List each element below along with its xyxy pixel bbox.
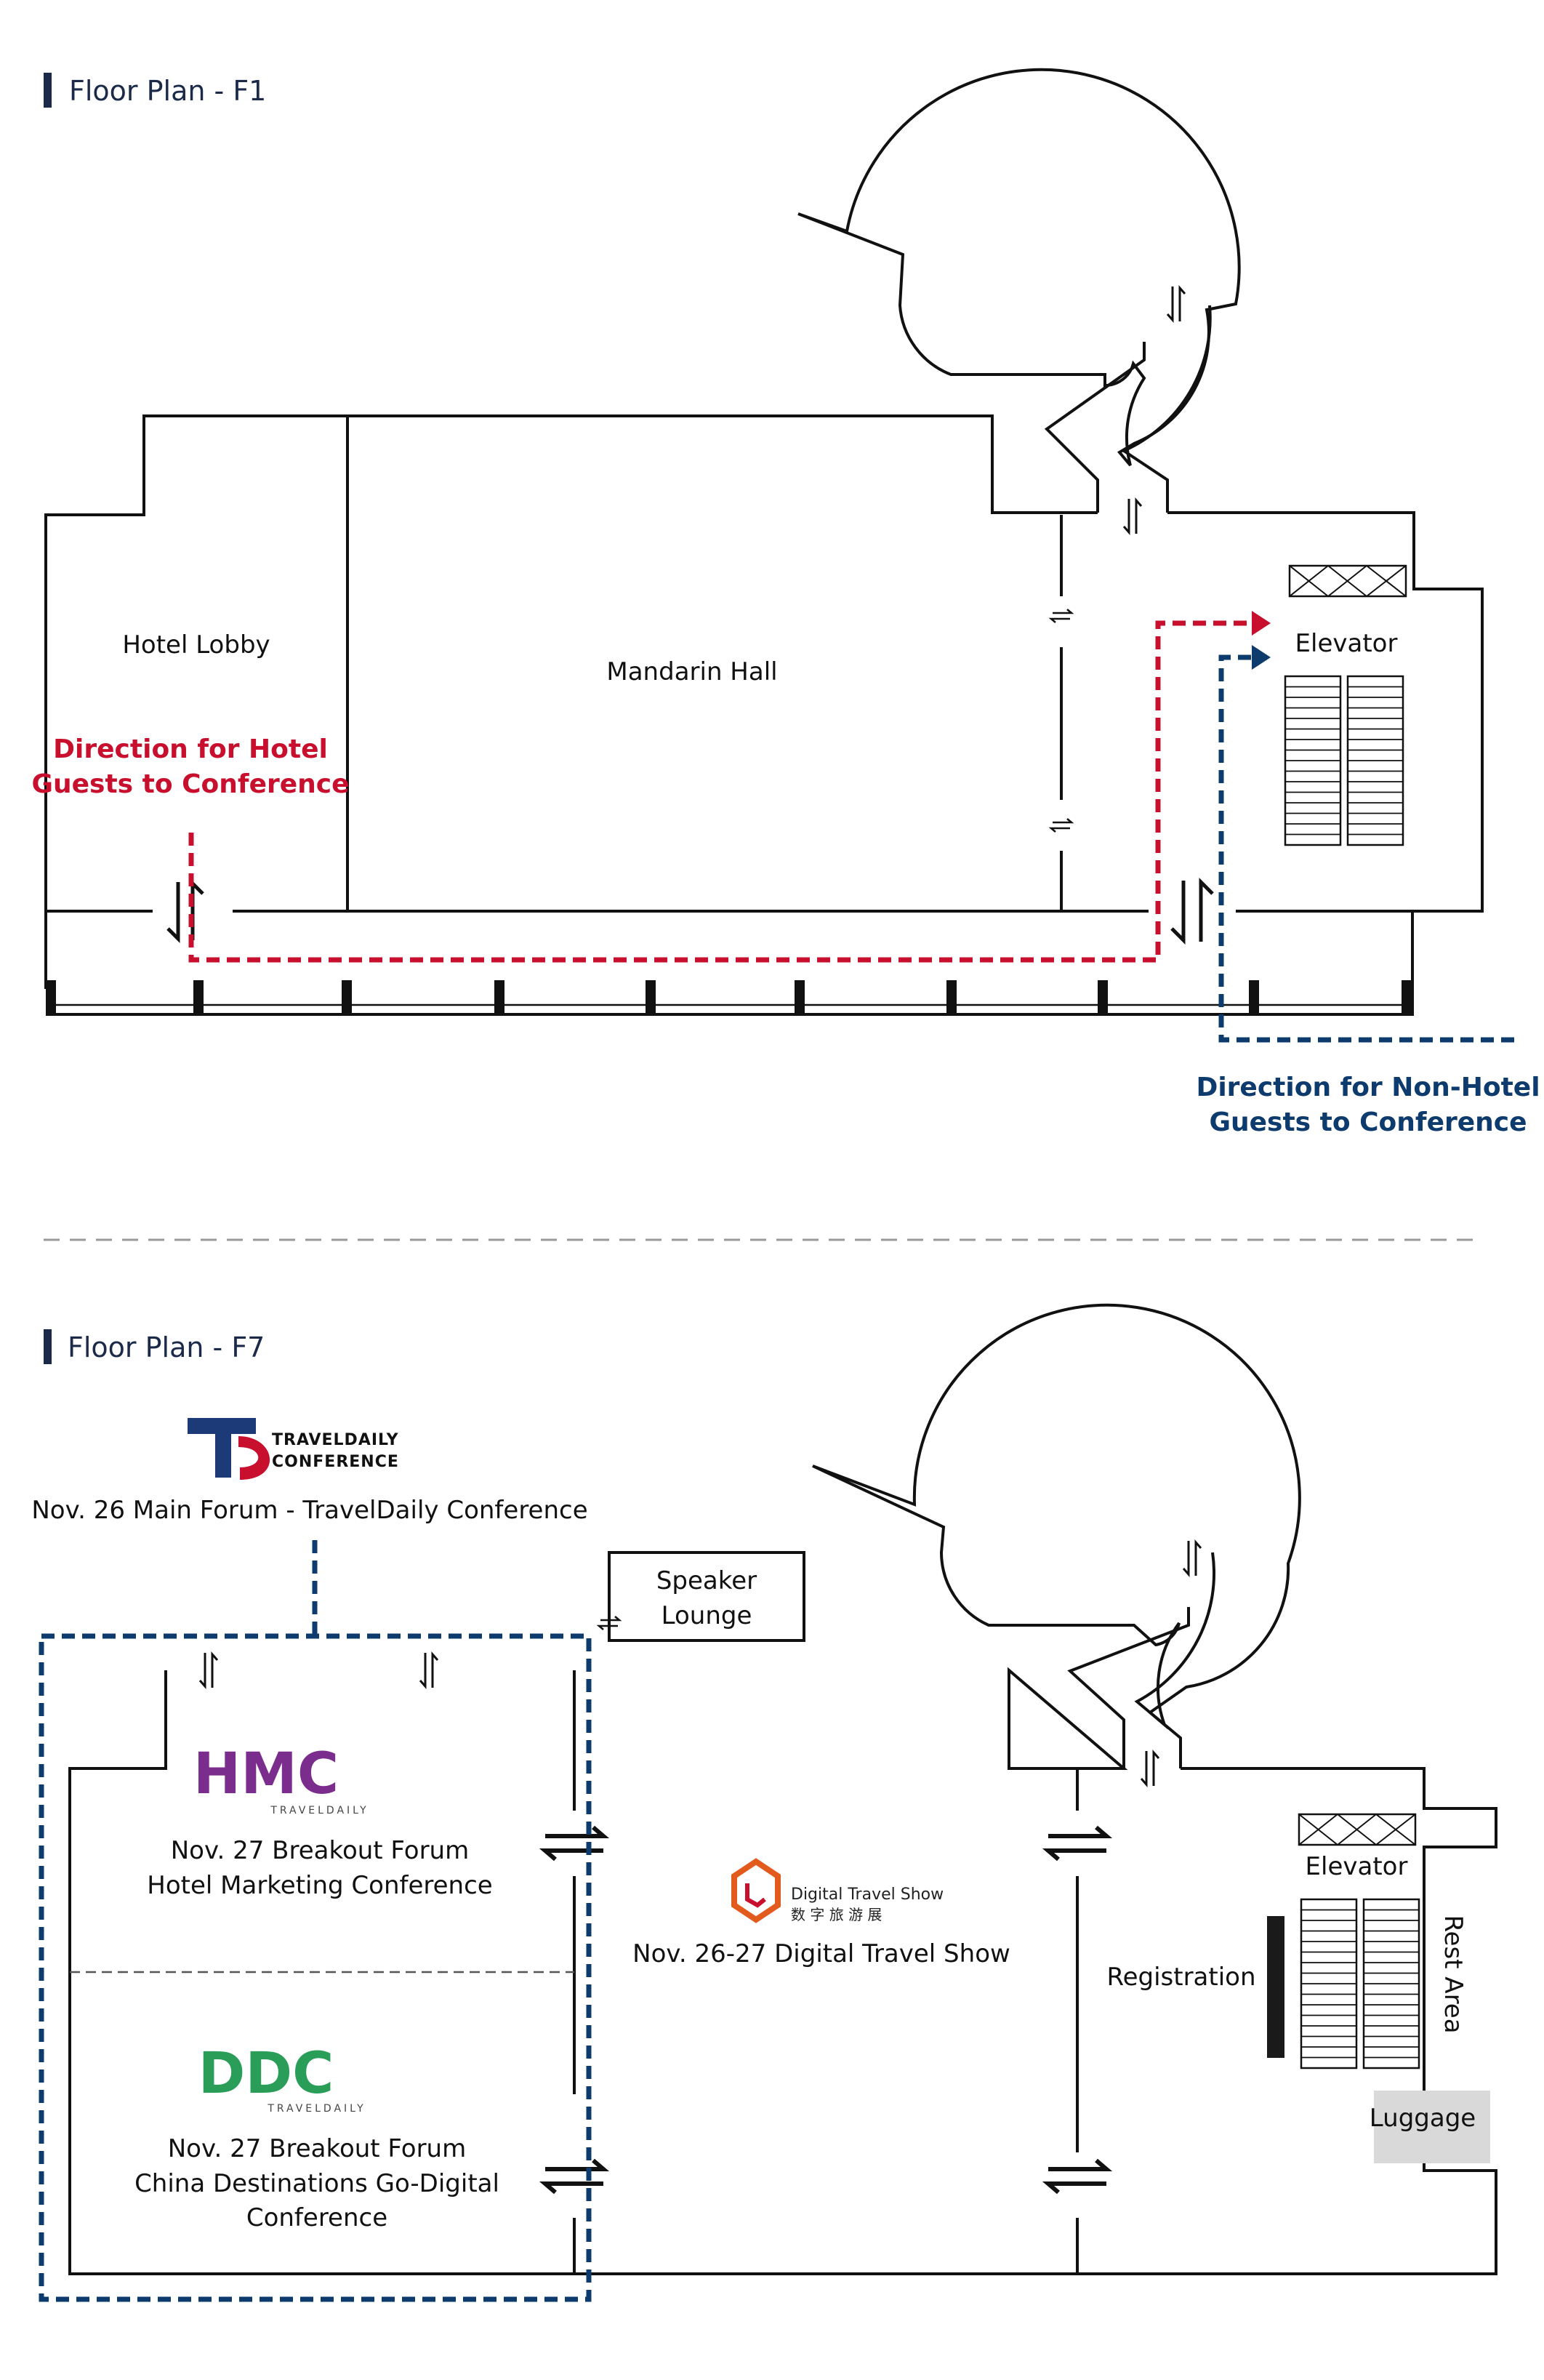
rest-area-label: Rest Area bbox=[1439, 1915, 1468, 2033]
f7-elevator-block bbox=[1298, 1813, 1420, 2070]
traveldaily-logo-line2: CONFERENCE bbox=[272, 1453, 399, 1471]
f1-building-outline bbox=[44, 414, 1484, 1016]
facade-pillar bbox=[646, 980, 656, 1015]
f7-building-outline bbox=[68, 1667, 1497, 2275]
f7-rotunda-wall bbox=[812, 1303, 1301, 1730]
f7-door-west-bottom bbox=[539, 2158, 610, 2195]
f1-escalator-stairs bbox=[1284, 675, 1404, 846]
speaker-lounge-room bbox=[608, 1551, 805, 1642]
ddc-event-line3: Conference bbox=[246, 2203, 387, 2232]
f1-mandarin-hall-label: Mandarin Hall bbox=[606, 657, 777, 686]
facade-pillar bbox=[795, 980, 805, 1015]
floor-7-title: Floor Plan - F7 bbox=[68, 1331, 265, 1363]
hmc-event-line2: Hotel Marketing Conference bbox=[147, 1871, 492, 1900]
f1-nonhotel-route bbox=[1218, 654, 1514, 1043]
facade-pillar bbox=[46, 980, 56, 1015]
f1-door-east bbox=[1170, 877, 1214, 945]
hmc-logo: HMC TRAVELDAILY bbox=[193, 1742, 369, 1816]
facade-pillar bbox=[1098, 980, 1108, 1015]
ddc-logo: DDC TRAVELDAILY bbox=[198, 2041, 366, 2115]
ddc-logo-sub: TRAVELDAILY bbox=[267, 2103, 366, 2115]
f1-hotel-direction-line1: Direction for Hotel bbox=[53, 734, 328, 764]
f1-elevator-block bbox=[1284, 564, 1407, 846]
f1-door-rotunda bbox=[1166, 285, 1186, 323]
main-forum-label: Nov. 26 Main Forum - TravelDaily Confere… bbox=[31, 1496, 587, 1525]
ddc-event-line1: Nov. 27 Breakout Forum bbox=[168, 2134, 466, 2163]
f1-hotel-route-arrow bbox=[1252, 611, 1271, 636]
f7-door-north-a bbox=[198, 1651, 219, 1689]
digital-travel-show-logo: Digital Travel Show 数 字 旅 游 展 bbox=[731, 1858, 944, 1923]
f1-facade-pillars bbox=[46, 980, 1412, 1015]
f7-door-rotunda bbox=[1182, 1539, 1202, 1577]
facade-pillar bbox=[1402, 980, 1412, 1015]
f7-door-corridor bbox=[1140, 1750, 1160, 1787]
f7-door-west-top bbox=[539, 1825, 610, 1862]
registration-label: Registration bbox=[1106, 1963, 1255, 1992]
hmc-logo-sub: TRAVELDAILY bbox=[270, 1805, 369, 1816]
ddc-logo-text: DDC bbox=[198, 2041, 334, 2107]
f1-nonhotel-direction-line1: Direction for Non-Hotel bbox=[1196, 1073, 1540, 1102]
facade-pillar bbox=[342, 980, 352, 1015]
f7-door-east-bottom bbox=[1042, 2158, 1113, 2195]
f7-elevator-label: Elevator bbox=[1306, 1852, 1408, 1881]
f7-corridor-wall-right bbox=[1134, 1552, 1215, 1768]
luggage-label: Luggage bbox=[1370, 2104, 1476, 2133]
dts-logo-cn: 数 字 旅 游 展 bbox=[791, 1906, 882, 1923]
facade-pillar bbox=[946, 980, 957, 1015]
f1-corridor-wall bbox=[1044, 342, 1146, 513]
f1-hotel-direction-line2: Guests to Conference bbox=[31, 769, 349, 799]
f1-nonhotel-direction-line2: Guests to Conference bbox=[1209, 1107, 1527, 1137]
f7-escalator-stairs bbox=[1300, 1898, 1420, 2070]
floor-7-title-bar bbox=[44, 1329, 52, 1364]
f7-door-speaker-lounge bbox=[596, 1616, 622, 1630]
f1-rotunda-wall bbox=[797, 68, 1241, 467]
f1-door-lobby bbox=[166, 878, 204, 944]
f1-hotel-lobby-label: Hotel Lobby bbox=[122, 630, 270, 660]
floor-1-title-bar bbox=[44, 73, 52, 108]
facade-pillar bbox=[193, 980, 204, 1015]
traveldaily-conference-logo: TRAVELDAILY CONFERENCE bbox=[188, 1418, 399, 1480]
main-forum-area-outline bbox=[39, 1540, 592, 2302]
f7-door-east-top bbox=[1042, 1825, 1113, 1862]
dts-logo-en: Digital Travel Show bbox=[791, 1886, 944, 1904]
traveldaily-logo-line1: TRAVELDAILY bbox=[272, 1431, 399, 1449]
f1-door-corridor bbox=[1122, 497, 1143, 535]
speaker-lounge-line1: Speaker bbox=[656, 1566, 757, 1595]
f1-door-hall-top bbox=[1048, 609, 1074, 623]
dts-event-label: Nov. 26-27 Digital Travel Show bbox=[632, 1939, 1010, 1968]
floor-1-title: Floor Plan - F1 bbox=[69, 75, 266, 107]
hmc-logo-text: HMC bbox=[193, 1742, 339, 1807]
f1-door-hall-bottom bbox=[1048, 818, 1074, 833]
f7-corridor-wall bbox=[1067, 1607, 1190, 1768]
f7-door-north-b bbox=[419, 1651, 439, 1689]
f1-elevator-label: Elevator bbox=[1295, 629, 1398, 658]
facade-pillar bbox=[1249, 980, 1259, 1015]
f1-hotel-route bbox=[188, 620, 1252, 963]
f1-nonhotel-route-arrow bbox=[1252, 645, 1271, 670]
ddc-event-line2: China Destinations Go-Digital bbox=[134, 2169, 499, 2198]
hmc-event-line1: Nov. 27 Breakout Forum bbox=[171, 1836, 469, 1865]
luggage-area bbox=[1374, 2091, 1490, 2163]
registration-desk bbox=[1267, 1916, 1284, 2058]
speaker-lounge-line2: Lounge bbox=[662, 1601, 752, 1630]
f1-corridor-wall-right bbox=[1120, 305, 1212, 513]
floor-1-section: Floor Plan - F1 bbox=[31, 68, 1540, 1137]
floor-7-section: Floor Plan - F7 TRAVELDAILY CONFERENCE N… bbox=[31, 1303, 1497, 2302]
facade-pillar bbox=[494, 980, 504, 1015]
